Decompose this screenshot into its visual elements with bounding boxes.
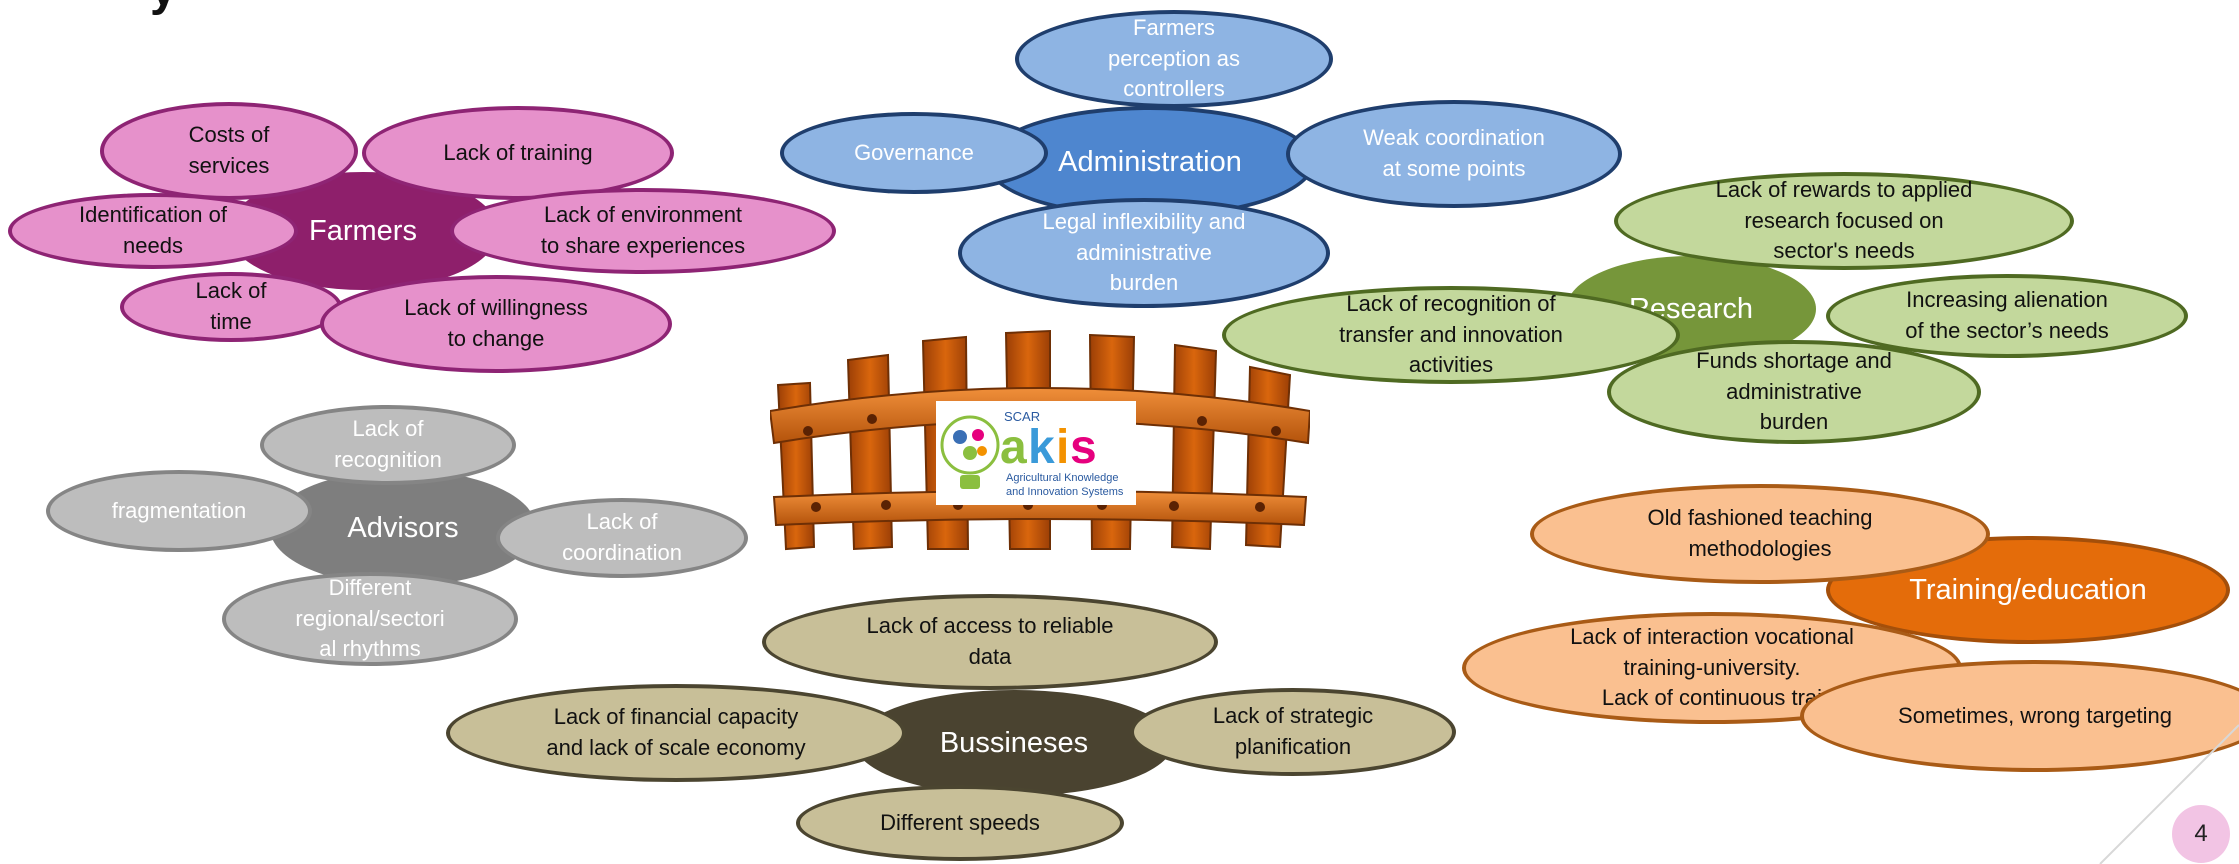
- research-lack-of-recognition: Lack of recognition of transfer and inno…: [1222, 286, 1680, 384]
- svg-text:k: k: [1028, 421, 1055, 474]
- advisors-lack-of-recognition: Lack of recognition: [260, 405, 516, 485]
- corner-decoration: [2099, 724, 2239, 864]
- admin-farmers-perception: Farmers perception as controllers: [1015, 10, 1333, 108]
- advisors-lack-of-coordination: Lack of coordination: [496, 498, 748, 578]
- training-wrong-targeting: Sometimes, wrong targeting: [1800, 660, 2239, 772]
- businesses-lack-of-financial-capacity: Lack of financial capacity and lack of s…: [446, 684, 906, 782]
- businesses-hub: Bussineses: [855, 690, 1173, 796]
- research-increasing-alienation: Increasing alienation of the sector’s ne…: [1826, 274, 2188, 358]
- advisors-different-rhythms: Different regional/sectori al rhythms: [222, 572, 518, 666]
- lightbulb-icon: [940, 415, 1000, 489]
- farmers-lack-of-willingness: Lack of willingness to change: [320, 275, 672, 373]
- farmers-lack-of-environment: Lack of environment to share experiences: [450, 188, 836, 274]
- logo-subtitle-line1: Agricultural Knowledge: [1006, 472, 1119, 484]
- akis-wordmark: a k i s: [1000, 421, 1097, 474]
- svg-text:s: s: [1070, 421, 1097, 474]
- page-number-badge: 4: [2172, 805, 2230, 863]
- logo-subtitle-line2: and Innovation Systems: [1006, 486, 1124, 498]
- farmers-lack-of-time: Lack of time: [120, 272, 342, 342]
- research-funds-shortage: Funds shortage and administrative burden: [1607, 340, 1981, 444]
- admin-legal-inflexibility: Legal inflexibility and administrative b…: [958, 198, 1330, 308]
- businesses-different-speeds: Different speeds: [796, 785, 1124, 861]
- farmers-costs-of-services: Costs of services: [100, 102, 358, 200]
- advisors-hub: Advisors: [270, 470, 536, 586]
- businesses-lack-of-strategic-planification: Lack of strategic planification: [1130, 688, 1456, 776]
- training-old-fashioned: Old fashioned teaching methodologies: [1530, 484, 1990, 584]
- farmers-lack-of-training: Lack of training: [362, 106, 674, 200]
- admin-weak-coordination: Weak coordination at some points: [1286, 100, 1622, 208]
- research-lack-of-rewards: Lack of rewards to applied research focu…: [1614, 172, 2074, 270]
- advisors-fragmentation: fragmentation: [46, 470, 312, 552]
- logo-small-text: SCAR: [1004, 409, 1040, 424]
- fence-illustration: SCAR a k i s Agricultural Knowledge and …: [770, 329, 1310, 551]
- admin-governance: Governance: [780, 112, 1048, 194]
- farmers-identification-of-needs: Identification of needs: [8, 193, 298, 269]
- svg-text:a: a: [1000, 421, 1027, 474]
- title-fragment: y: [150, 0, 177, 14]
- businesses-lack-of-access: Lack of access to reliable data: [762, 594, 1218, 690]
- svg-text:i: i: [1056, 421, 1069, 474]
